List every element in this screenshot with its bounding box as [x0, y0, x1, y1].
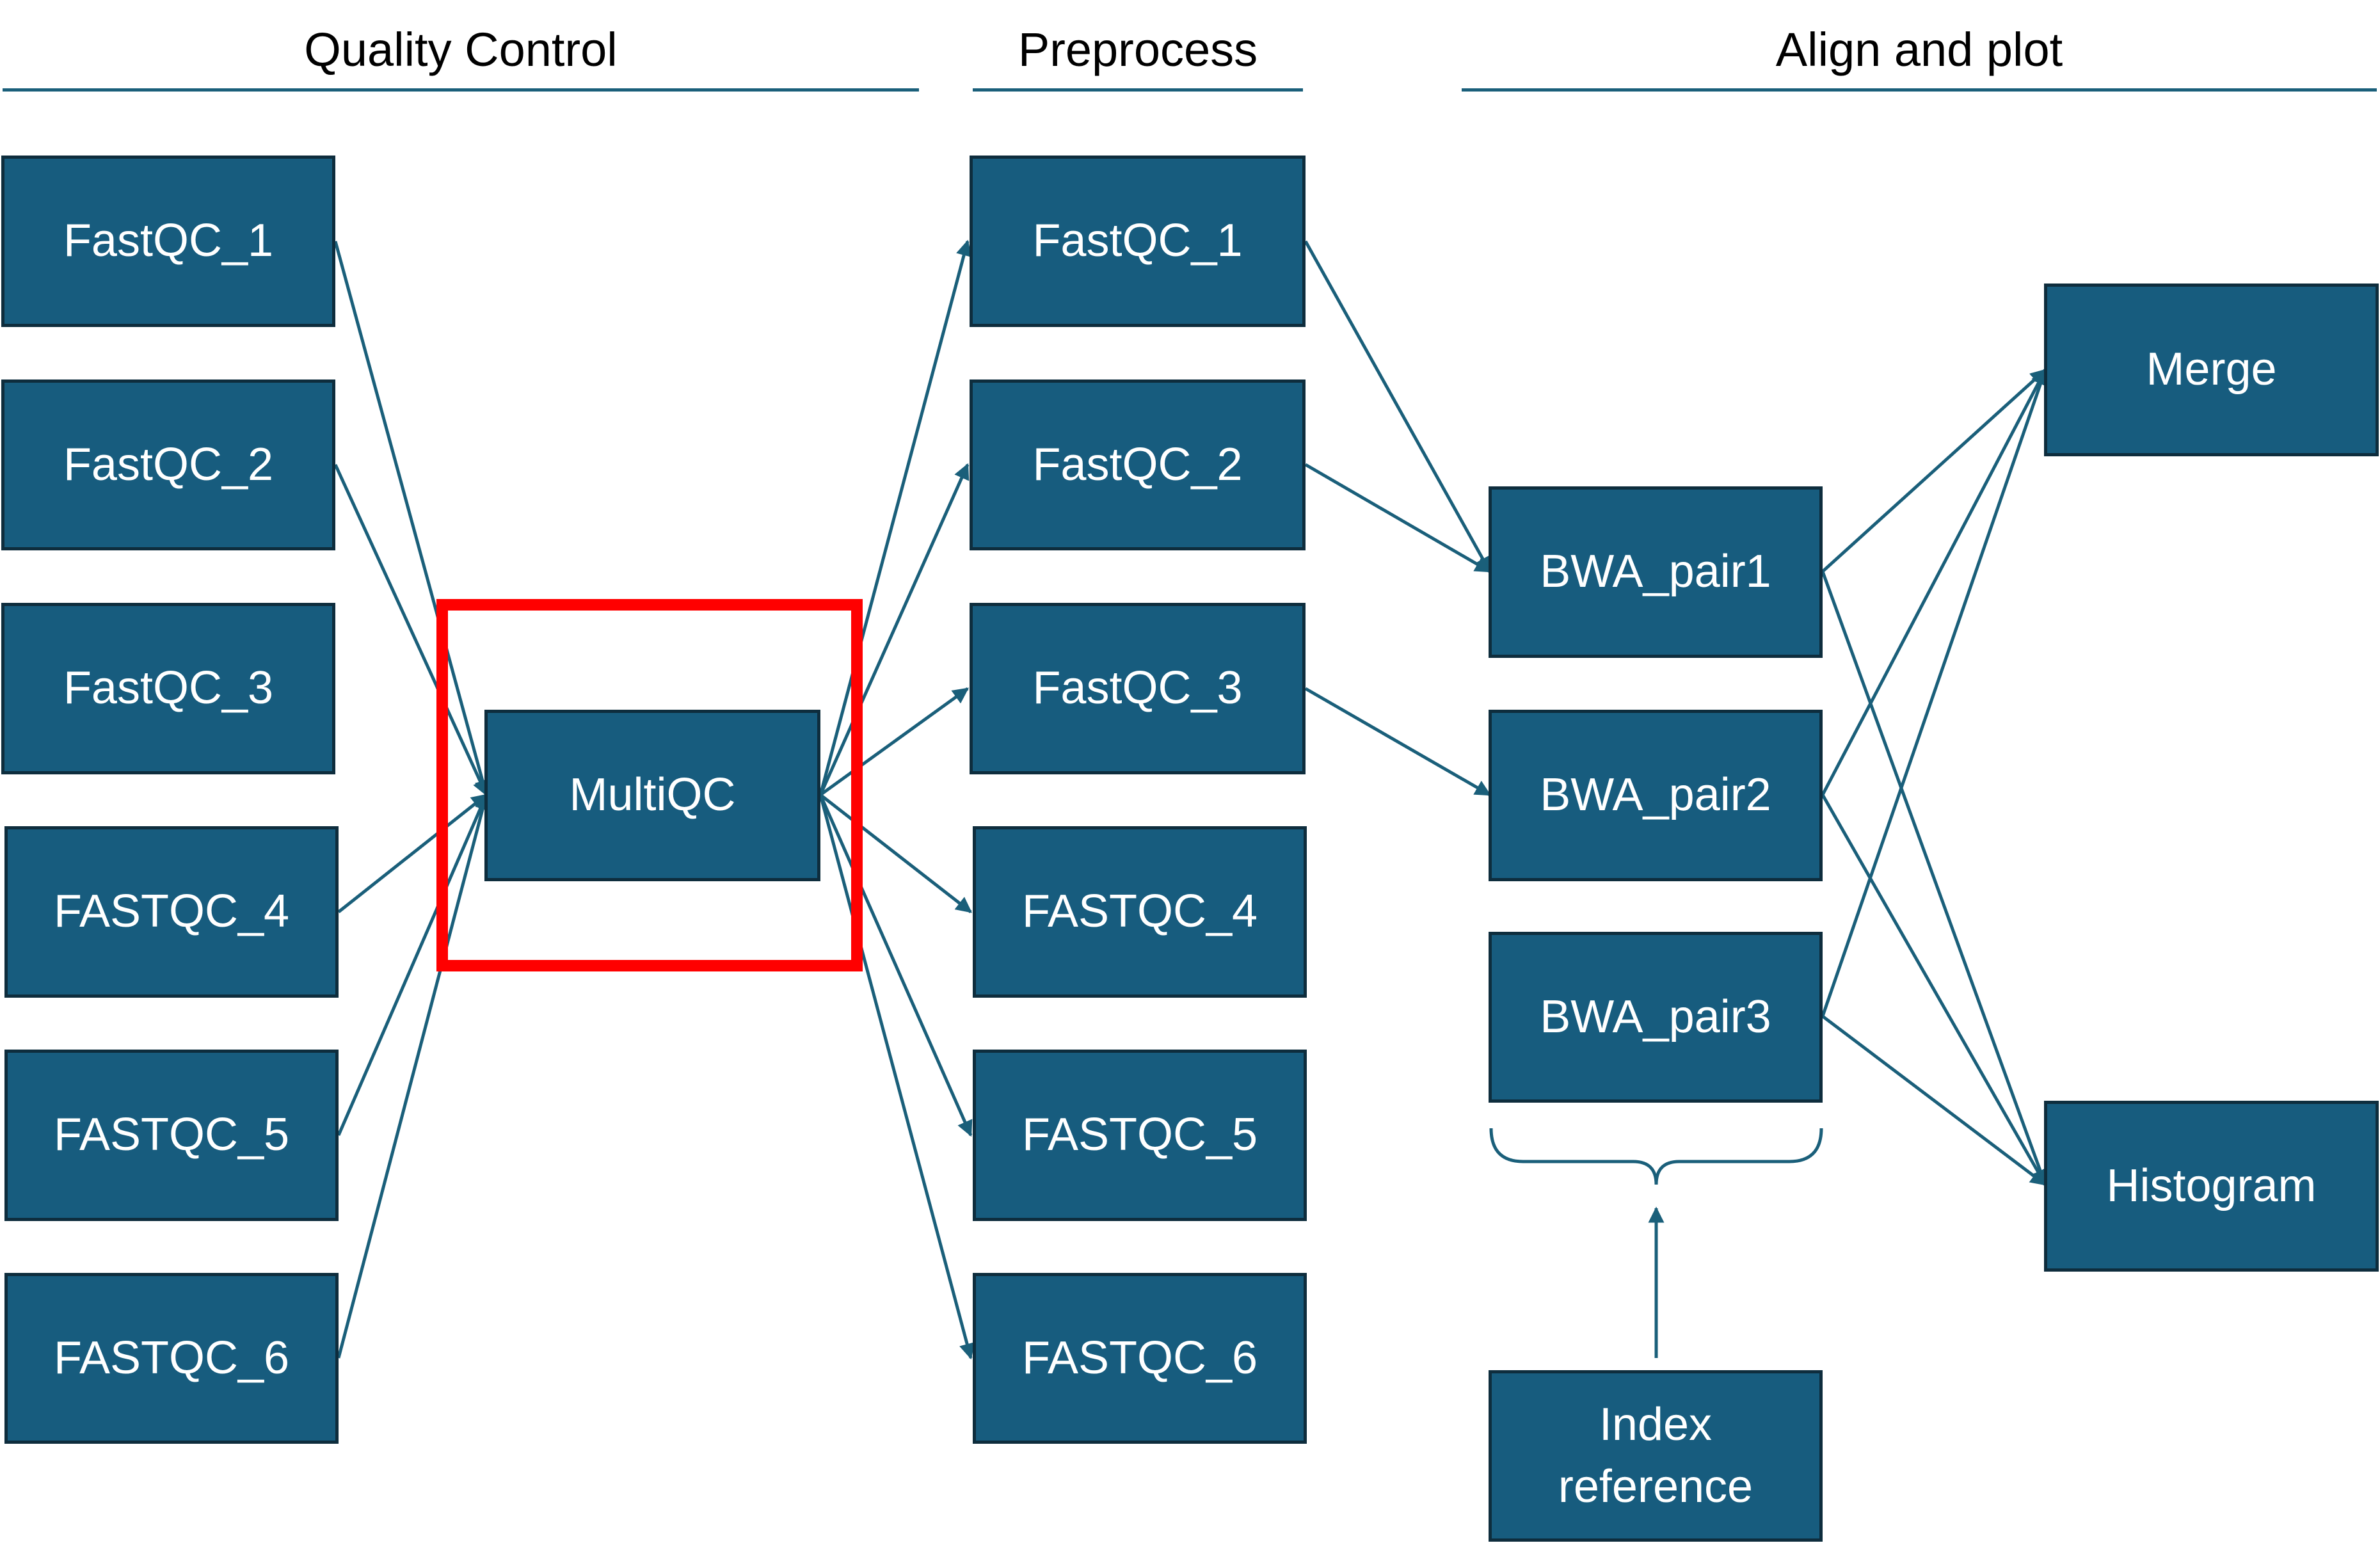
multiqc-node: MultiQC [484, 710, 820, 881]
bwa-node-pair1: BWA_pair1 [1489, 486, 1823, 658]
histogram-node: Histogram [2044, 1101, 2379, 1272]
section-divider-align-and-plot [1462, 88, 2377, 92]
merge-node: Merge [2044, 284, 2379, 456]
edge-multiqc-pre2 [819, 463, 970, 796]
edge-qc2-multiqc [333, 463, 488, 797]
index-reference-line-1: Index [1599, 1398, 1713, 1450]
edge-multiqc-pre6 [819, 794, 975, 1360]
pre-node-fastqc-1: FastQC_1 [970, 156, 1306, 327]
qc-node-fastqc-3: FastQC_3 [1, 603, 335, 774]
edge-qc6-multiqc [337, 793, 491, 1359]
pre-node-fastqc-3: FastQC_3 [970, 603, 1306, 774]
qc-node-fastqc-2: FastQC_2 [1, 380, 335, 550]
index-reference-node: Index reference [1489, 1370, 1823, 1542]
bwa-node-pair2: BWA_pair2 [1489, 710, 1823, 881]
pre-node-fastqc-5: FASTQC_5 [973, 1050, 1307, 1221]
qc-node-fastqc-4: FASTQC_4 [4, 826, 339, 998]
section-divider-quality-control [3, 88, 919, 92]
qc-node-fastqc-6: FASTQC_6 [4, 1273, 339, 1444]
edge-multiqc-pre4 [819, 794, 972, 913]
edge-qc1-multiqc [333, 241, 491, 797]
pre-node-fastqc-4: FASTQC_4 [973, 826, 1307, 998]
section-title-align-and-plot: Align and plot [1775, 23, 2063, 76]
edge-multiqc-pre1 [819, 239, 972, 795]
edge-pre3-bwa2 [1304, 687, 1492, 797]
pre-node-fastqc-6: FASTQC_6 [973, 1273, 1307, 1444]
edge-bwa1-merge [1821, 369, 2047, 573]
multiqc-highlight-box [436, 599, 863, 971]
section-title-quality-control: Quality Control [304, 23, 618, 76]
section-title-preprocess: Preprocess [1018, 23, 1258, 76]
edge-bwa1-histogram [1821, 571, 2049, 1186]
index-reference-line-2: reference [1558, 1461, 1753, 1512]
bwa-node-pair3: BWA_pair3 [1489, 932, 1823, 1103]
qc-node-fastqc-5: FASTQC_5 [4, 1050, 339, 1221]
edge-qc4-multiqc [337, 794, 488, 913]
qc-node-fastqc-1: FastQC_1 [1, 156, 335, 327]
edge-pre2-bwa1 [1304, 463, 1492, 573]
edge-multiqc-pre5 [819, 794, 973, 1137]
curly-brace-icon [1489, 1128, 1823, 1185]
edge-multiqc-pre3 [819, 687, 970, 797]
edge-bwa2-merge [1821, 368, 2047, 796]
section-divider-preprocess [973, 88, 1303, 92]
edge-bwa2-histogram [1821, 794, 2047, 1186]
edge-pre1-bwa1 [1304, 240, 1492, 573]
edge-bwa3-merge [1821, 368, 2049, 1017]
edge-qc5-multiqc [337, 793, 488, 1136]
edge-bwa3-histogram [1821, 1015, 2047, 1186]
pre-node-fastqc-2: FastQC_2 [970, 380, 1306, 550]
